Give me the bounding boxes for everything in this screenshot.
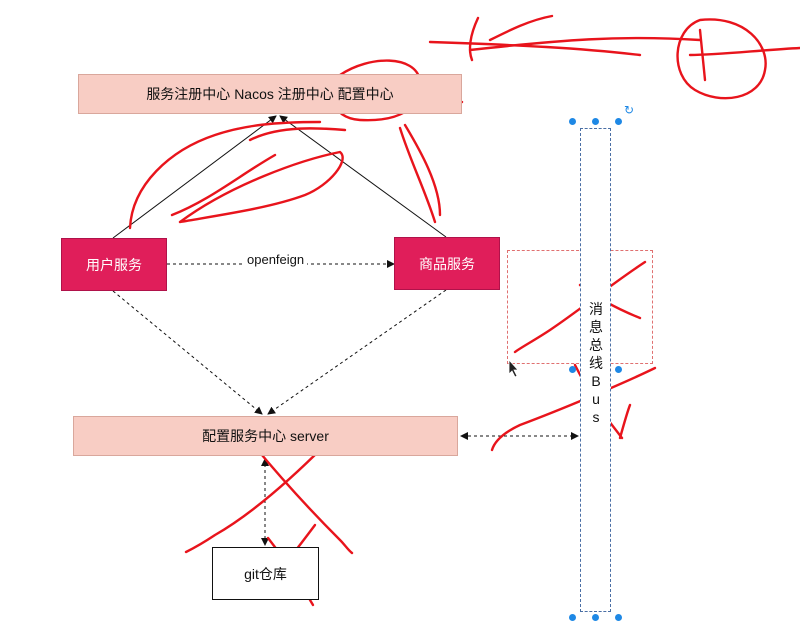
resize-handle-bottom-right[interactable] <box>615 614 622 621</box>
goods-service-node[interactable]: 商品服务 <box>394 237 500 290</box>
resize-handle-bottom-left[interactable] <box>569 614 576 621</box>
user-service-node[interactable]: 用户服务 <box>61 238 167 291</box>
bus-char: 消 <box>589 301 603 317</box>
openfeign-edge-label: openfeign <box>244 252 308 267</box>
edge-user-to-nacos <box>112 115 277 239</box>
bus-char: s <box>592 409 600 425</box>
bus-char: 线 <box>589 355 603 371</box>
edge-goods-to-nacos <box>279 115 447 238</box>
git-repo-node[interactable]: git仓库 <box>212 547 319 600</box>
nacos-registry-node[interactable]: 服务注册中心 Nacos 注册中心 配置中心 <box>78 74 462 114</box>
resize-handle-top-mid[interactable] <box>592 118 599 125</box>
user-service-label: 用户服务 <box>86 256 142 273</box>
config-server-label: 配置服务中心 server <box>202 428 329 444</box>
resize-handle-bottom-mid[interactable] <box>592 614 599 621</box>
edge-goods-to-config <box>267 289 447 415</box>
git-repo-label: git仓库 <box>244 565 287 582</box>
message-bus-label: 消 息 总 线 B u s <box>588 300 604 426</box>
resize-handle-mid-right[interactable] <box>615 366 622 373</box>
goods-service-label: 商品服务 <box>419 255 475 272</box>
bus-char: B <box>591 373 601 389</box>
nacos-registry-label: 服务注册中心 Nacos 注册中心 配置中心 <box>146 86 394 102</box>
bus-char: u <box>592 391 600 407</box>
resize-handle-mid-left[interactable] <box>569 366 576 373</box>
resize-handle-top-right[interactable] <box>615 118 622 125</box>
resize-handle-top-left[interactable] <box>569 118 576 125</box>
edge-user-to-config <box>112 290 263 415</box>
rotate-handle-icon[interactable]: ↻ <box>624 103 635 117</box>
config-server-node[interactable]: 配置服务中心 server <box>73 416 458 456</box>
message-bus-node[interactable] <box>580 128 611 612</box>
bus-char: 总 <box>589 337 603 353</box>
bus-char: 息 <box>589 319 603 335</box>
